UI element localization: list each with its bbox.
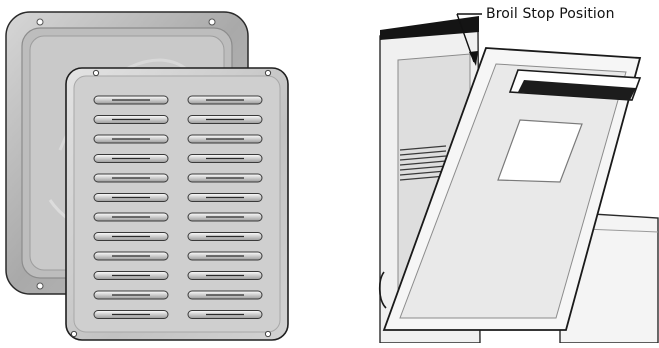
pan-rivet-icon	[209, 19, 215, 25]
pan-rivet-icon	[37, 283, 43, 289]
grid-rivet-icon	[93, 70, 98, 75]
grid-rivet-icon	[265, 70, 270, 75]
pan-rivet-icon	[37, 19, 43, 25]
grid-rivet-icon	[265, 331, 270, 336]
oven-door-scene	[380, 14, 658, 343]
grid-rivet-icon	[71, 331, 76, 336]
broiler-grid	[66, 68, 288, 340]
broil-stop-position-label: Broil Stop Position	[486, 6, 615, 22]
